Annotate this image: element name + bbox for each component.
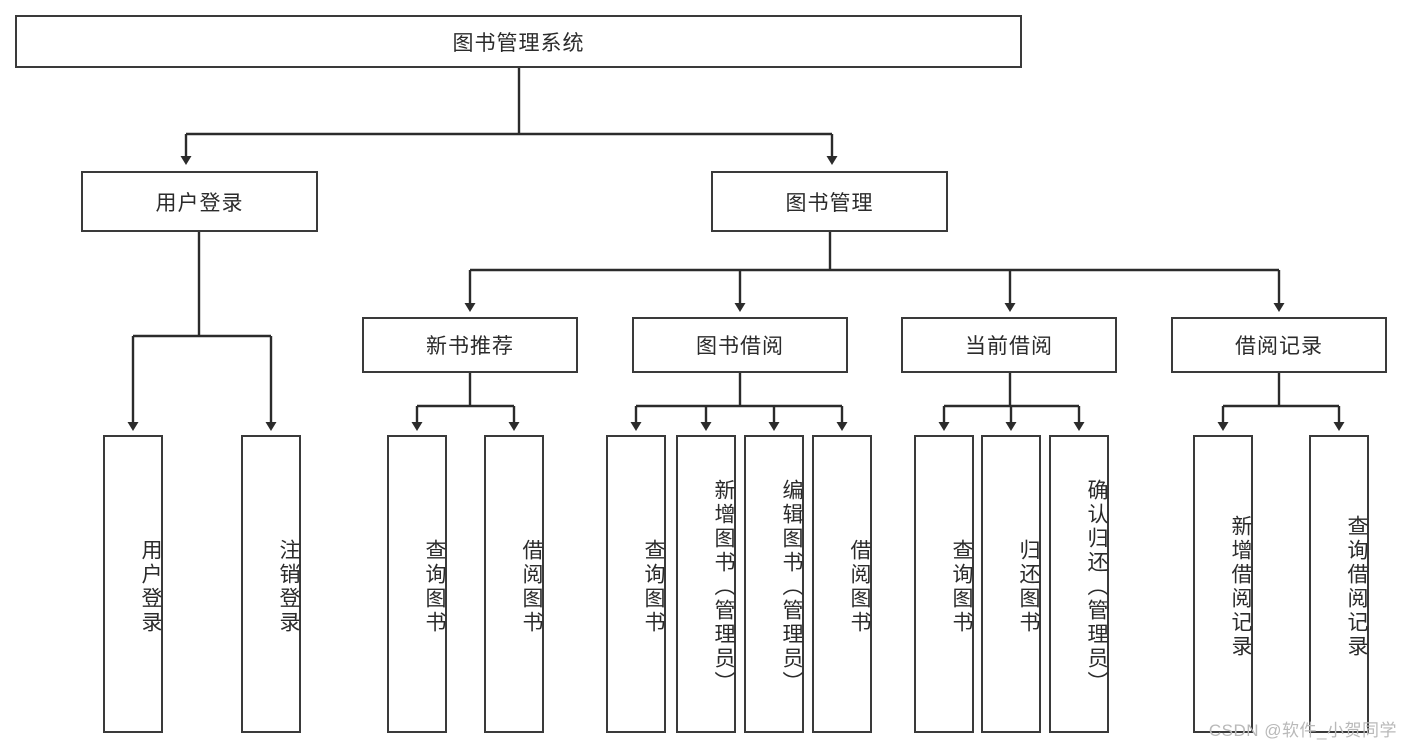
node-label: 新书推荐	[426, 335, 514, 358]
node-label: 编辑图书（管理员）	[780, 479, 803, 695]
node-label: 查询图书	[950, 539, 973, 635]
node-root-system[interactable]: 图书管理系统	[15, 15, 1022, 68]
node-new-book-recommend[interactable]: 新书推荐	[362, 317, 578, 373]
node-label: 当前借阅	[965, 335, 1053, 358]
leaf-user-login-logout[interactable]: 注销登录	[241, 435, 301, 733]
leaf-borrow-add-book[interactable]: 新增图书（管理员）	[676, 435, 736, 733]
node-book-borrow[interactable]: 图书借阅	[632, 317, 848, 373]
node-label: 用户登录	[139, 539, 162, 635]
node-label: 借阅图书	[848, 539, 871, 635]
node-label: 注销登录	[277, 539, 300, 635]
node-label: 查询图书	[423, 539, 446, 635]
leaf-borrow-query-book[interactable]: 查询图书	[606, 435, 666, 733]
node-label: 新增借阅记录	[1229, 515, 1252, 659]
node-label: 借阅图书	[520, 539, 543, 635]
node-label: 查询图书	[642, 539, 665, 635]
leaf-current-confirm-return[interactable]: 确认归还（管理员）	[1049, 435, 1109, 733]
node-label: 确认归还（管理员）	[1085, 479, 1108, 695]
leaf-current-return-book[interactable]: 归还图书	[981, 435, 1041, 733]
node-label: 借阅记录	[1235, 335, 1323, 358]
node-label: 查询借阅记录	[1345, 515, 1368, 659]
leaf-user-login-login[interactable]: 用户登录	[103, 435, 163, 733]
leaf-current-query-book[interactable]: 查询图书	[914, 435, 974, 733]
leaf-recommend-query-book[interactable]: 查询图书	[387, 435, 447, 733]
node-label: 用户登录	[155, 191, 244, 215]
node-label: 图书管理系统	[452, 31, 585, 55]
node-current-borrow[interactable]: 当前借阅	[901, 317, 1117, 373]
leaf-record-add-record[interactable]: 新增借阅记录	[1193, 435, 1253, 733]
leaf-borrow-borrow-book[interactable]: 借阅图书	[812, 435, 872, 733]
node-borrow-record[interactable]: 借阅记录	[1171, 317, 1387, 373]
node-user-login[interactable]: 用户登录	[81, 171, 318, 232]
node-label: 新增图书（管理员）	[712, 479, 735, 695]
watermark-text: CSDN @软件_小贺同学	[1208, 721, 1397, 740]
leaf-recommend-borrow-book[interactable]: 借阅图书	[484, 435, 544, 733]
node-label: 图书借阅	[696, 335, 784, 358]
node-book-management[interactable]: 图书管理	[711, 171, 948, 232]
node-label: 图书管理	[785, 191, 874, 215]
leaf-record-query-record[interactable]: 查询借阅记录	[1309, 435, 1369, 733]
leaf-borrow-edit-book[interactable]: 编辑图书（管理员）	[744, 435, 804, 733]
node-label: 归还图书	[1017, 539, 1040, 635]
